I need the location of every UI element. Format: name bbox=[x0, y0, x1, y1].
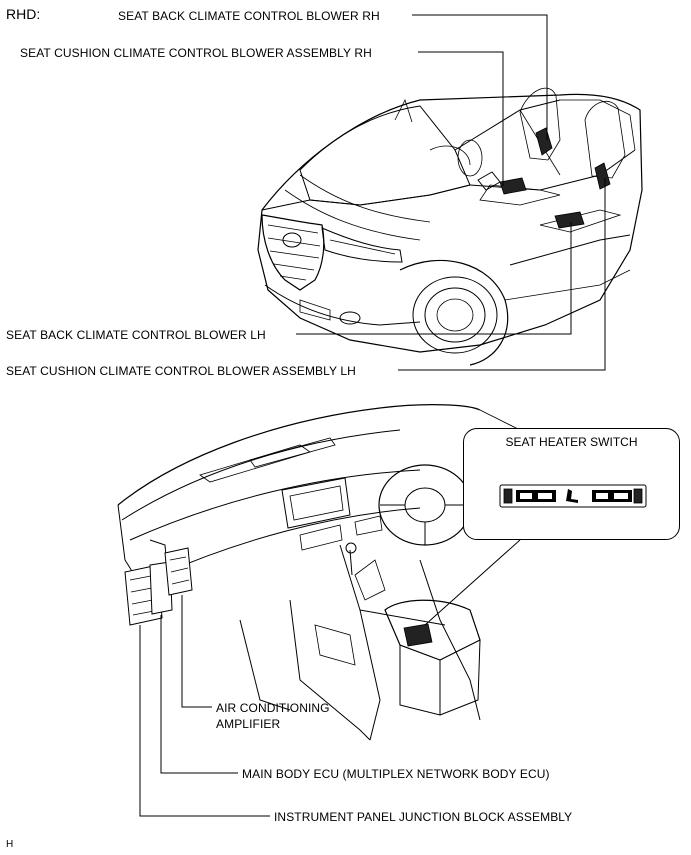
figure-code: H bbox=[6, 839, 14, 850]
callout-title: SEAT HEATER SWITCH bbox=[505, 435, 638, 449]
seat-heater-switch-panel bbox=[499, 484, 647, 508]
label-seat-back-blower-rh: SEAT BACK CLIMATE CONTROL BLOWER RH bbox=[118, 9, 380, 23]
seat-blower-components bbox=[499, 127, 611, 229]
vehicle-illustration bbox=[257, 87, 643, 366]
top-leader-lines bbox=[296, 14, 606, 371]
seat-heater-switch-leader bbox=[424, 539, 521, 626]
label-seat-cushion-blower-lh: SEAT CUSHION CLIMATE CONTROL BLOWER ASSE… bbox=[6, 364, 356, 378]
ecu-components bbox=[124, 547, 193, 626]
region-label: RHD: bbox=[6, 6, 41, 22]
label-seat-back-blower-lh: SEAT BACK CLIMATE CONTROL BLOWER LH bbox=[6, 328, 266, 342]
label-ac-amplifier-line1: AIR CONDITIONING bbox=[216, 701, 330, 715]
seat-heater-switch-callout: SEAT HEATER SWITCH bbox=[463, 428, 680, 540]
label-instrument-panel-junction-block: INSTRUMENT PANEL JUNCTION BLOCK ASSEMBLY bbox=[274, 810, 573, 824]
label-ac-amplifier-line2: AMPLIFIER bbox=[216, 717, 281, 731]
seat-heater-icon bbox=[566, 489, 578, 503]
label-main-body-ecu: MAIN BODY ECU (MULTIPLEX NETWORK BODY EC… bbox=[242, 767, 550, 781]
label-seat-cushion-blower-rh: SEAT CUSHION CLIMATE CONTROL BLOWER ASSE… bbox=[20, 46, 372, 60]
bottom-leader-lines bbox=[139, 595, 270, 817]
dashboard-illustration bbox=[117, 404, 541, 741]
